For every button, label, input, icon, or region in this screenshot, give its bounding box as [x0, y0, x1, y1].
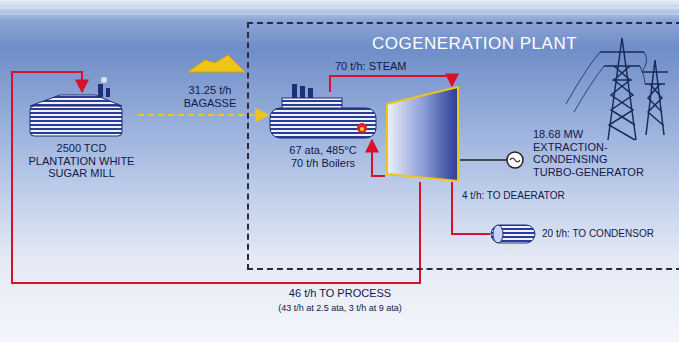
plant-boundary: COGENERATION PLANT 67 ata, 485°C 70 t/h B… [247, 22, 679, 270]
region-title: COGENERATION PLANT [249, 24, 679, 54]
mill-building [30, 106, 122, 136]
boiler-body [270, 108, 376, 138]
transmission-tower [600, 38, 668, 140]
flow-label: 4 t/h: TO DEAERATOR [462, 190, 565, 202]
node-label: 67 ata, 485°C 70 t/h Boilers [285, 144, 361, 169]
turbine-casing [387, 87, 458, 181]
turbine: 18.68 MW EXTRACTION- CONDENSING TURBO-GE… [385, 86, 460, 182]
flow-line [452, 182, 490, 234]
note: (43 t/h at 2.5 ata, 3 t/h at 9 ata) [278, 303, 402, 313]
sky-line [0, 14, 679, 15]
flow-line [372, 140, 385, 176]
boiler-stack [308, 88, 313, 98]
flow-label: 31.25 t/h BAGASSE [179, 84, 241, 109]
flame [360, 127, 364, 131]
boiler: 67 ata, 485°C 70 t/h Boilers [268, 92, 378, 140]
condenser-end [493, 225, 503, 243]
shaft [460, 159, 507, 161]
mill-chimney [106, 88, 110, 97]
generator-symbol [507, 152, 523, 168]
sky-line [0, 8, 679, 9]
node-label: 2500 TCD PLANTATION WHITE SUGAR MILL [25, 142, 138, 180]
smoke [101, 77, 107, 83]
flame [357, 123, 367, 133]
sugar-mill: 2500 TCD PLANTATION WHITE SUGAR MILL [25, 92, 138, 138]
flow-label: 46 t/h TO PROCESS [289, 287, 391, 300]
node-label: 18.68 MW EXTRACTION- CONDENSING TURBO-GE… [533, 128, 651, 179]
condenser-outline [490, 224, 536, 244]
power-line [566, 52, 647, 112]
mill-chimney [98, 84, 103, 97]
boiler-stack [292, 84, 297, 98]
flow-label: 70 t/h: STEAM [335, 60, 407, 73]
bagasse-pile [188, 55, 245, 72]
generator-symbol [510, 158, 520, 162]
node-label: 20 t/h: TO CONDENSOR [542, 228, 654, 240]
flow-line [330, 76, 452, 92]
condenser: 20 t/h: TO CONDENSOR [490, 224, 536, 244]
condenser-shell [491, 225, 535, 243]
flow-line [12, 72, 420, 283]
turbine-outline [385, 86, 460, 182]
boiler-stack [300, 86, 305, 98]
